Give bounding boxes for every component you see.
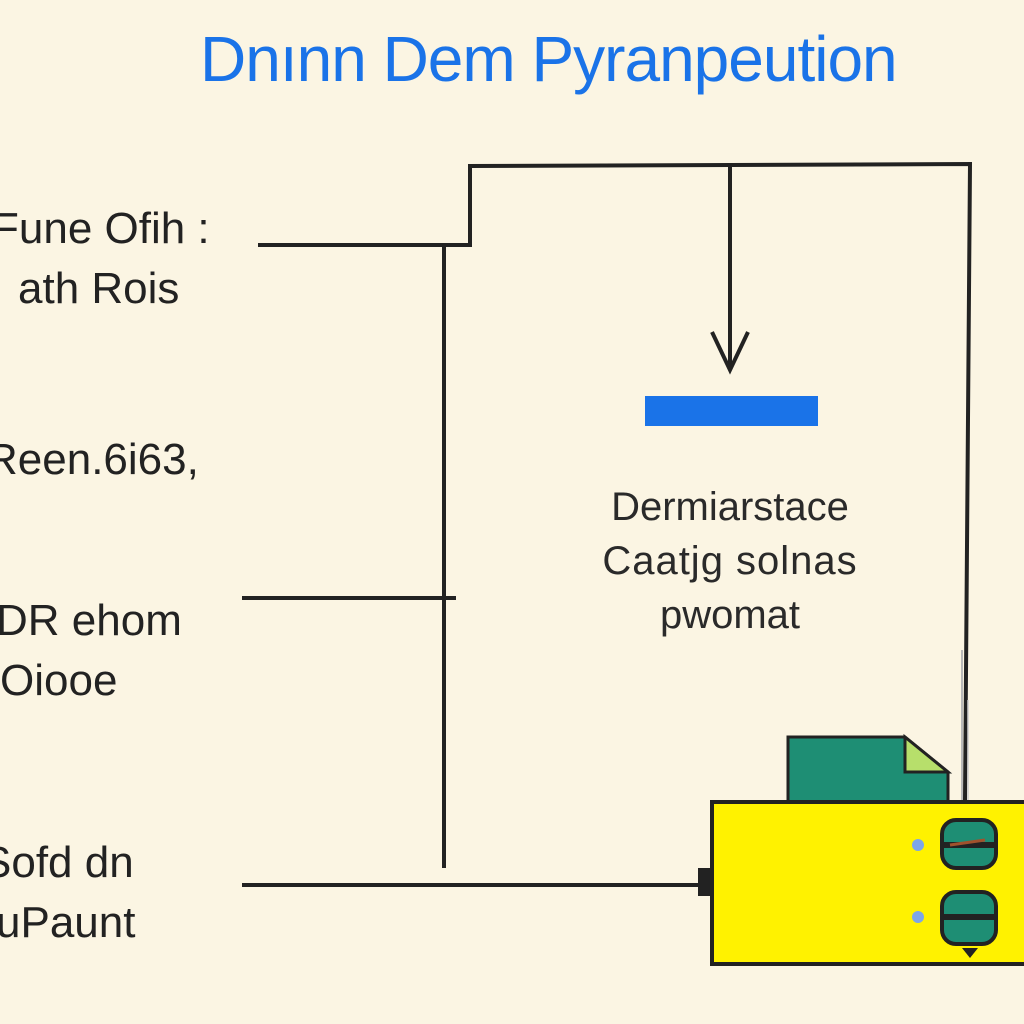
knob-2-icon xyxy=(940,890,998,946)
center-text-line-1: Dermiarstace xyxy=(611,485,849,529)
left-label-4-line-2: uPaunt xyxy=(0,898,136,947)
left-label-3-line-1: DR ehom xyxy=(0,596,182,645)
top-frame-line xyxy=(258,161,973,803)
center-text-line-3: pwomat xyxy=(659,593,801,637)
page-title: Dnınn Dem Pyranpeution xyxy=(200,23,898,95)
blue-bar xyxy=(645,396,818,426)
device-tick xyxy=(962,948,978,958)
left-label-2: Reen.6i63, xyxy=(0,435,199,484)
center-text-line-2: Caatjg solnas xyxy=(602,539,858,583)
connector-lines xyxy=(242,161,973,887)
indicator-dot-2 xyxy=(912,911,924,923)
document-icon xyxy=(786,733,953,804)
left-label-3-line-2: Oiooe xyxy=(0,656,118,705)
left-label-1-line-2: ath Rois xyxy=(18,264,180,313)
knob-1-icon xyxy=(940,818,998,870)
device-connector xyxy=(698,868,712,896)
down-arrow-icon xyxy=(710,164,750,375)
indicator-dot-1 xyxy=(912,839,924,851)
left-label-1-line-1: Fune Ofih : xyxy=(0,204,210,253)
left-label-4-line-1: Sofd dn xyxy=(0,838,134,887)
